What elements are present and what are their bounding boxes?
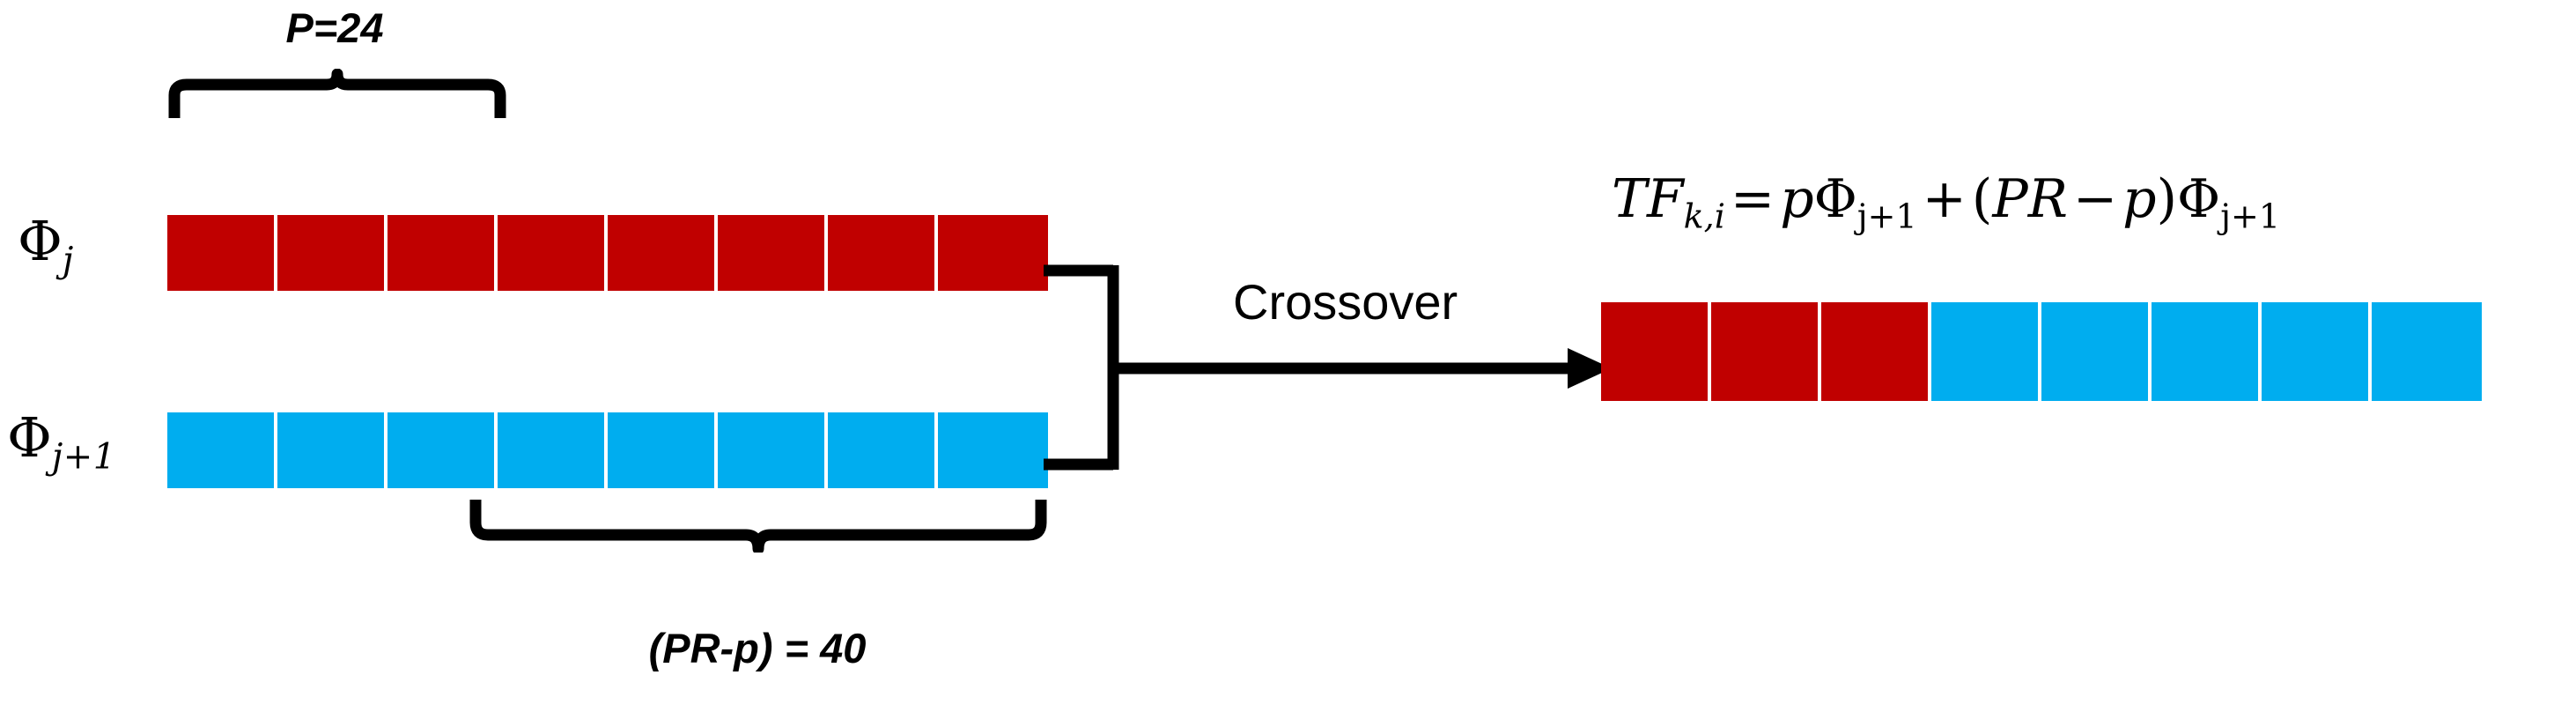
parent-a-label-base: Φ bbox=[18, 209, 63, 273]
chromosome-cell[interactable] bbox=[1821, 302, 1931, 401]
equation-term2-open-paren: ( bbox=[1971, 168, 1993, 230]
chromosome-cell[interactable] bbox=[828, 215, 938, 291]
equation-minus: − bbox=[2072, 168, 2118, 230]
chromosome-cell[interactable] bbox=[2262, 302, 2372, 401]
chromosome-cell[interactable] bbox=[608, 215, 718, 291]
chromosome-cell[interactable] bbox=[1931, 302, 2041, 401]
offspring-chromosome[interactable] bbox=[1601, 302, 2484, 401]
equation-plus: + bbox=[1922, 168, 1967, 230]
chromosome-cell[interactable] bbox=[277, 412, 388, 488]
equation-term1-base: Φ bbox=[1813, 168, 1857, 230]
crossover-operator-label: Crossover bbox=[1233, 274, 1458, 330]
parent-b-label: Φj+1 bbox=[7, 411, 116, 475]
bottom-brace-icon bbox=[469, 500, 1047, 553]
chromosome-cell[interactable] bbox=[2372, 302, 2482, 401]
equation-term1-subscript: j+1 bbox=[1856, 197, 1917, 236]
equation-term2-subscript: j+1 bbox=[2220, 197, 2281, 236]
equation-term2-close-paren: ) bbox=[2156, 168, 2178, 230]
top-brace-label: P=24 bbox=[285, 4, 384, 51]
chromosome-cell[interactable] bbox=[938, 215, 1048, 291]
result-equation: TFk,i=pΦj+1+(PR−p)Φj+1 bbox=[1612, 173, 2280, 234]
chromosome-cell[interactable] bbox=[718, 412, 828, 488]
top-brace-icon bbox=[168, 69, 506, 118]
equation-term2-base: Φ bbox=[2177, 168, 2221, 230]
chromosome-cell[interactable] bbox=[277, 215, 388, 291]
chromosome-cell[interactable] bbox=[167, 215, 277, 291]
chromosome-cell[interactable] bbox=[938, 412, 1048, 488]
chromosome-cell[interactable] bbox=[2041, 302, 2152, 401]
chromosome-cell[interactable] bbox=[1601, 302, 1711, 401]
chromosome-cell[interactable] bbox=[498, 215, 608, 291]
chromosome-cell[interactable] bbox=[388, 412, 498, 488]
equation-equals: = bbox=[1730, 168, 1775, 230]
parent-b-label-subscript: j+1 bbox=[51, 436, 116, 478]
equation-lhs-base: TF bbox=[1612, 168, 1684, 230]
equation-term2-coefficient-2: p bbox=[2122, 168, 2157, 230]
parent-a-label-subscript: j bbox=[62, 240, 74, 281]
chromosome-cell[interactable] bbox=[2152, 302, 2262, 401]
chromosome-cell[interactable] bbox=[388, 215, 498, 291]
bottom-brace-label: (PR-p) = 40 bbox=[648, 625, 867, 671]
chromosome-cell[interactable] bbox=[828, 412, 938, 488]
equation-lhs-subscript: k,i bbox=[1683, 197, 1725, 236]
chromosome-cell[interactable] bbox=[498, 412, 608, 488]
parent-a-chromosome[interactable] bbox=[167, 215, 1048, 291]
parent-b-label-base: Φ bbox=[7, 405, 52, 470]
chromosome-cell[interactable] bbox=[718, 215, 828, 291]
equation-term1-coefficient: p bbox=[1780, 168, 1814, 230]
parent-a-label: Φj bbox=[18, 214, 74, 278]
chromosome-cell[interactable] bbox=[608, 412, 718, 488]
chromosome-cell[interactable] bbox=[167, 412, 277, 488]
equation-term2-coefficient: PR bbox=[1992, 168, 2068, 230]
chromosome-cell[interactable] bbox=[1711, 302, 1821, 401]
parent-b-chromosome[interactable] bbox=[167, 412, 1048, 488]
crossover-connector bbox=[1044, 264, 1612, 471]
